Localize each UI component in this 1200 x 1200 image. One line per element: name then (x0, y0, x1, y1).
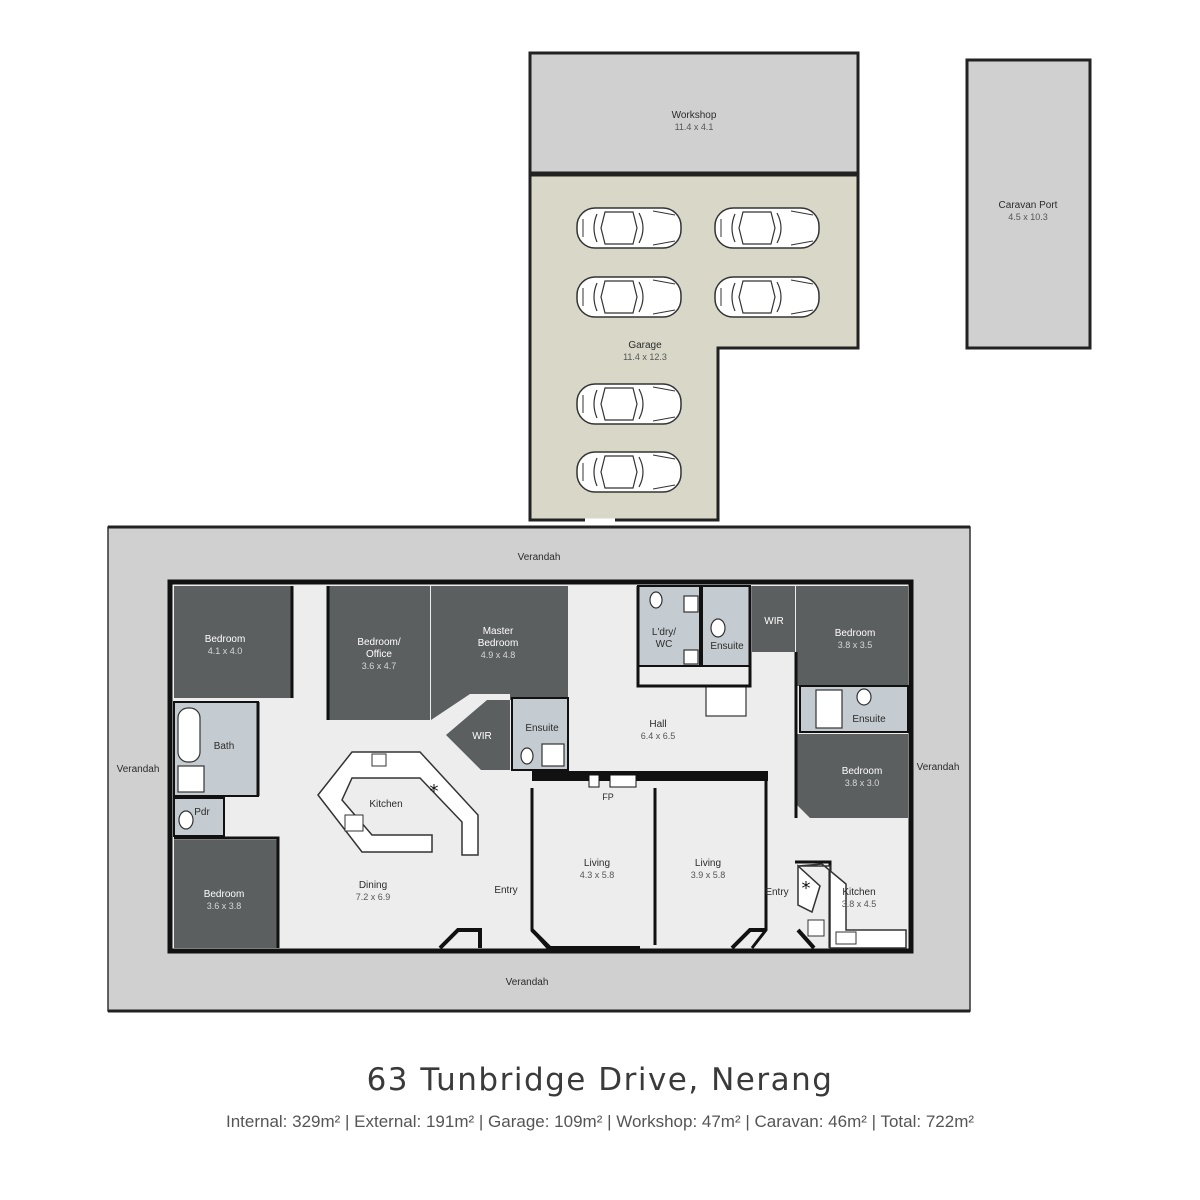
wir-mid-label: WIR (472, 731, 491, 742)
kitchen-main-label: Kitchen (369, 799, 402, 810)
sink-icon (344, 814, 364, 832)
workshop-dims: 11.4 x 4.1 (675, 122, 714, 132)
pdr-label: Pdr (194, 807, 210, 818)
caravan-port: Caravan Port 4.5 x 10.3 (965, 58, 1092, 350)
verandah-right-label: Verandah (917, 762, 960, 773)
car-icon (576, 276, 682, 318)
laundry-label-1: L'dry/ (652, 627, 676, 638)
living-1-label: Living (584, 858, 610, 869)
shower-icon (705, 685, 747, 717)
bedroom-nw-label: Bedroom (205, 634, 246, 645)
master-dims: 4.9 x 4.8 (481, 650, 516, 660)
car-icon (714, 276, 820, 318)
property-address: 63 Tunbridge Drive, Nerang (366, 1062, 834, 1098)
verandah-bottom-label: Verandah (506, 977, 549, 988)
entry-2-label: Entry (765, 887, 788, 898)
dining-label: Dining (359, 880, 387, 891)
caravan-label: Caravan Port (999, 200, 1058, 211)
toilet-icon (856, 688, 872, 706)
kitchen-2-counter: * (797, 863, 907, 949)
dining-dims: 7.2 x 6.9 (356, 892, 391, 902)
shower-icon (541, 743, 565, 767)
asterisk-icon: * (430, 781, 439, 802)
ensuite-right-label: Ensuite (852, 714, 886, 725)
garage-dims: 11.4 x 12.3 (623, 352, 667, 362)
toilet-icon (649, 591, 663, 609)
kitchen-2-dims: 3.8 x 4.5 (842, 899, 877, 909)
bedroom-office-label-2: Office (366, 649, 392, 660)
car-icon (576, 451, 682, 493)
verandah-left-label: Verandah (117, 764, 160, 775)
kitchen-2-label: Kitchen (842, 887, 875, 898)
room-labels: Bedroom 4.1 x 4.0 Bedroom/ Office 3.6 x … (194, 616, 886, 911)
workshop: Workshop 11.4 x 4.1 (528, 51, 860, 175)
bedroom-e-dims: 3.8 x 3.0 (845, 778, 880, 788)
bedroom-sw-label: Bedroom (204, 889, 245, 900)
shower-icon (815, 689, 843, 729)
toilet-icon (520, 747, 534, 765)
bedroom-e-label: Bedroom (842, 766, 883, 777)
fireplace (588, 774, 637, 788)
floor-plan: Workshop 11.4 x 4.1 Caravan Port 4.5 x 1… (107, 51, 1092, 1013)
dark-rooms (174, 586, 908, 948)
verandah-top-label: Verandah (518, 552, 561, 563)
master-label-1: Master (483, 626, 514, 637)
asterisk-icon: * (802, 878, 811, 899)
ensuite-top-label: Ensuite (710, 641, 744, 652)
ensuite-mid-label: Ensuite (525, 723, 559, 734)
wet-areas (173, 585, 909, 837)
caravan-dims: 4.5 x 10.3 (1008, 212, 1048, 222)
shower-icon (177, 765, 205, 793)
workshop-label: Workshop (672, 110, 717, 121)
toilet-icon (178, 810, 194, 830)
bay-windows (438, 928, 816, 950)
hall-dims: 6.4 x 6.5 (641, 731, 676, 741)
sink-icon (683, 649, 699, 665)
laundry-label-2: WC (656, 639, 673, 650)
master-label-2: Bedroom (478, 638, 519, 649)
sink-icon (835, 931, 857, 945)
fp-label: FP (602, 792, 614, 802)
car-icon (576, 207, 682, 249)
living-2-label: Living (695, 858, 721, 869)
bedroom-nw-dims: 4.1 x 4.0 (208, 646, 243, 656)
entry-1-label: Entry (494, 885, 517, 896)
area-summary: Internal: 329m² | External: 191m² | Gara… (225, 1112, 975, 1131)
car-icon (714, 207, 820, 249)
bedroom-office-dims: 3.6 x 4.7 (362, 661, 397, 671)
hall-label: Hall (649, 719, 666, 730)
bedroom-ne-label: Bedroom (835, 628, 876, 639)
car-icon (576, 383, 682, 425)
bath-label: Bath (214, 741, 235, 752)
cooktop-icon (371, 753, 387, 767)
kitchen-main: * (317, 751, 479, 856)
wir-right-label: WIR (764, 616, 783, 627)
garage: Garage 11.4 x 12.3 (528, 173, 860, 522)
living-1-dims: 4.3 x 5.8 (580, 870, 615, 880)
living-2-dims: 3.9 x 5.8 (691, 870, 726, 880)
bedroom-sw-dims: 3.6 x 3.8 (207, 901, 242, 911)
bedroom-ne-dims: 3.8 x 3.5 (838, 640, 873, 650)
sink-icon (683, 595, 699, 613)
bedroom-office-label-1: Bedroom/ (357, 637, 401, 648)
toilet-icon (710, 618, 726, 638)
cooktop-icon (807, 919, 825, 937)
bathtub-icon (177, 707, 201, 763)
garage-label: Garage (628, 340, 662, 351)
